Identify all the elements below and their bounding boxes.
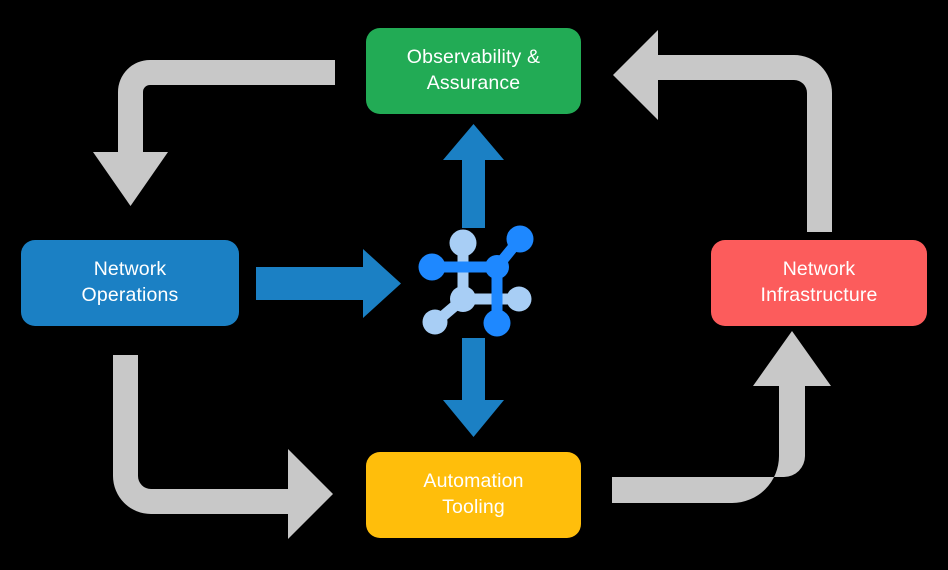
network-topology-icon	[418, 225, 534, 337]
center-arrow-down	[443, 338, 504, 437]
node-box-observability[interactable]: Observability & Assurance	[366, 28, 581, 114]
node-label-network-operations: Network Operations	[81, 258, 179, 306]
node-box-network-infrastructure[interactable]: Network Infrastructure	[711, 240, 927, 326]
flow-arrow-automation-to-infrastructure	[612, 331, 831, 503]
node-box-network-operations[interactable]: Network Operations	[21, 240, 239, 326]
flow-arrow-observability-to-operations	[93, 60, 335, 206]
node-label-automation-tooling: Automation Tooling	[423, 470, 524, 518]
flow-arrow-operations-to-automation	[113, 355, 333, 539]
flow-arrow-infrastructure-to-observability	[613, 30, 832, 232]
center-arrow-up	[443, 124, 504, 228]
node-label-observability: Observability & Assurance	[406, 46, 541, 94]
node-label-network-infrastructure: Network Infrastructure	[760, 258, 878, 306]
center-arrow-right	[256, 249, 401, 318]
node-box-automation-tooling[interactable]: Automation Tooling	[366, 452, 581, 538]
